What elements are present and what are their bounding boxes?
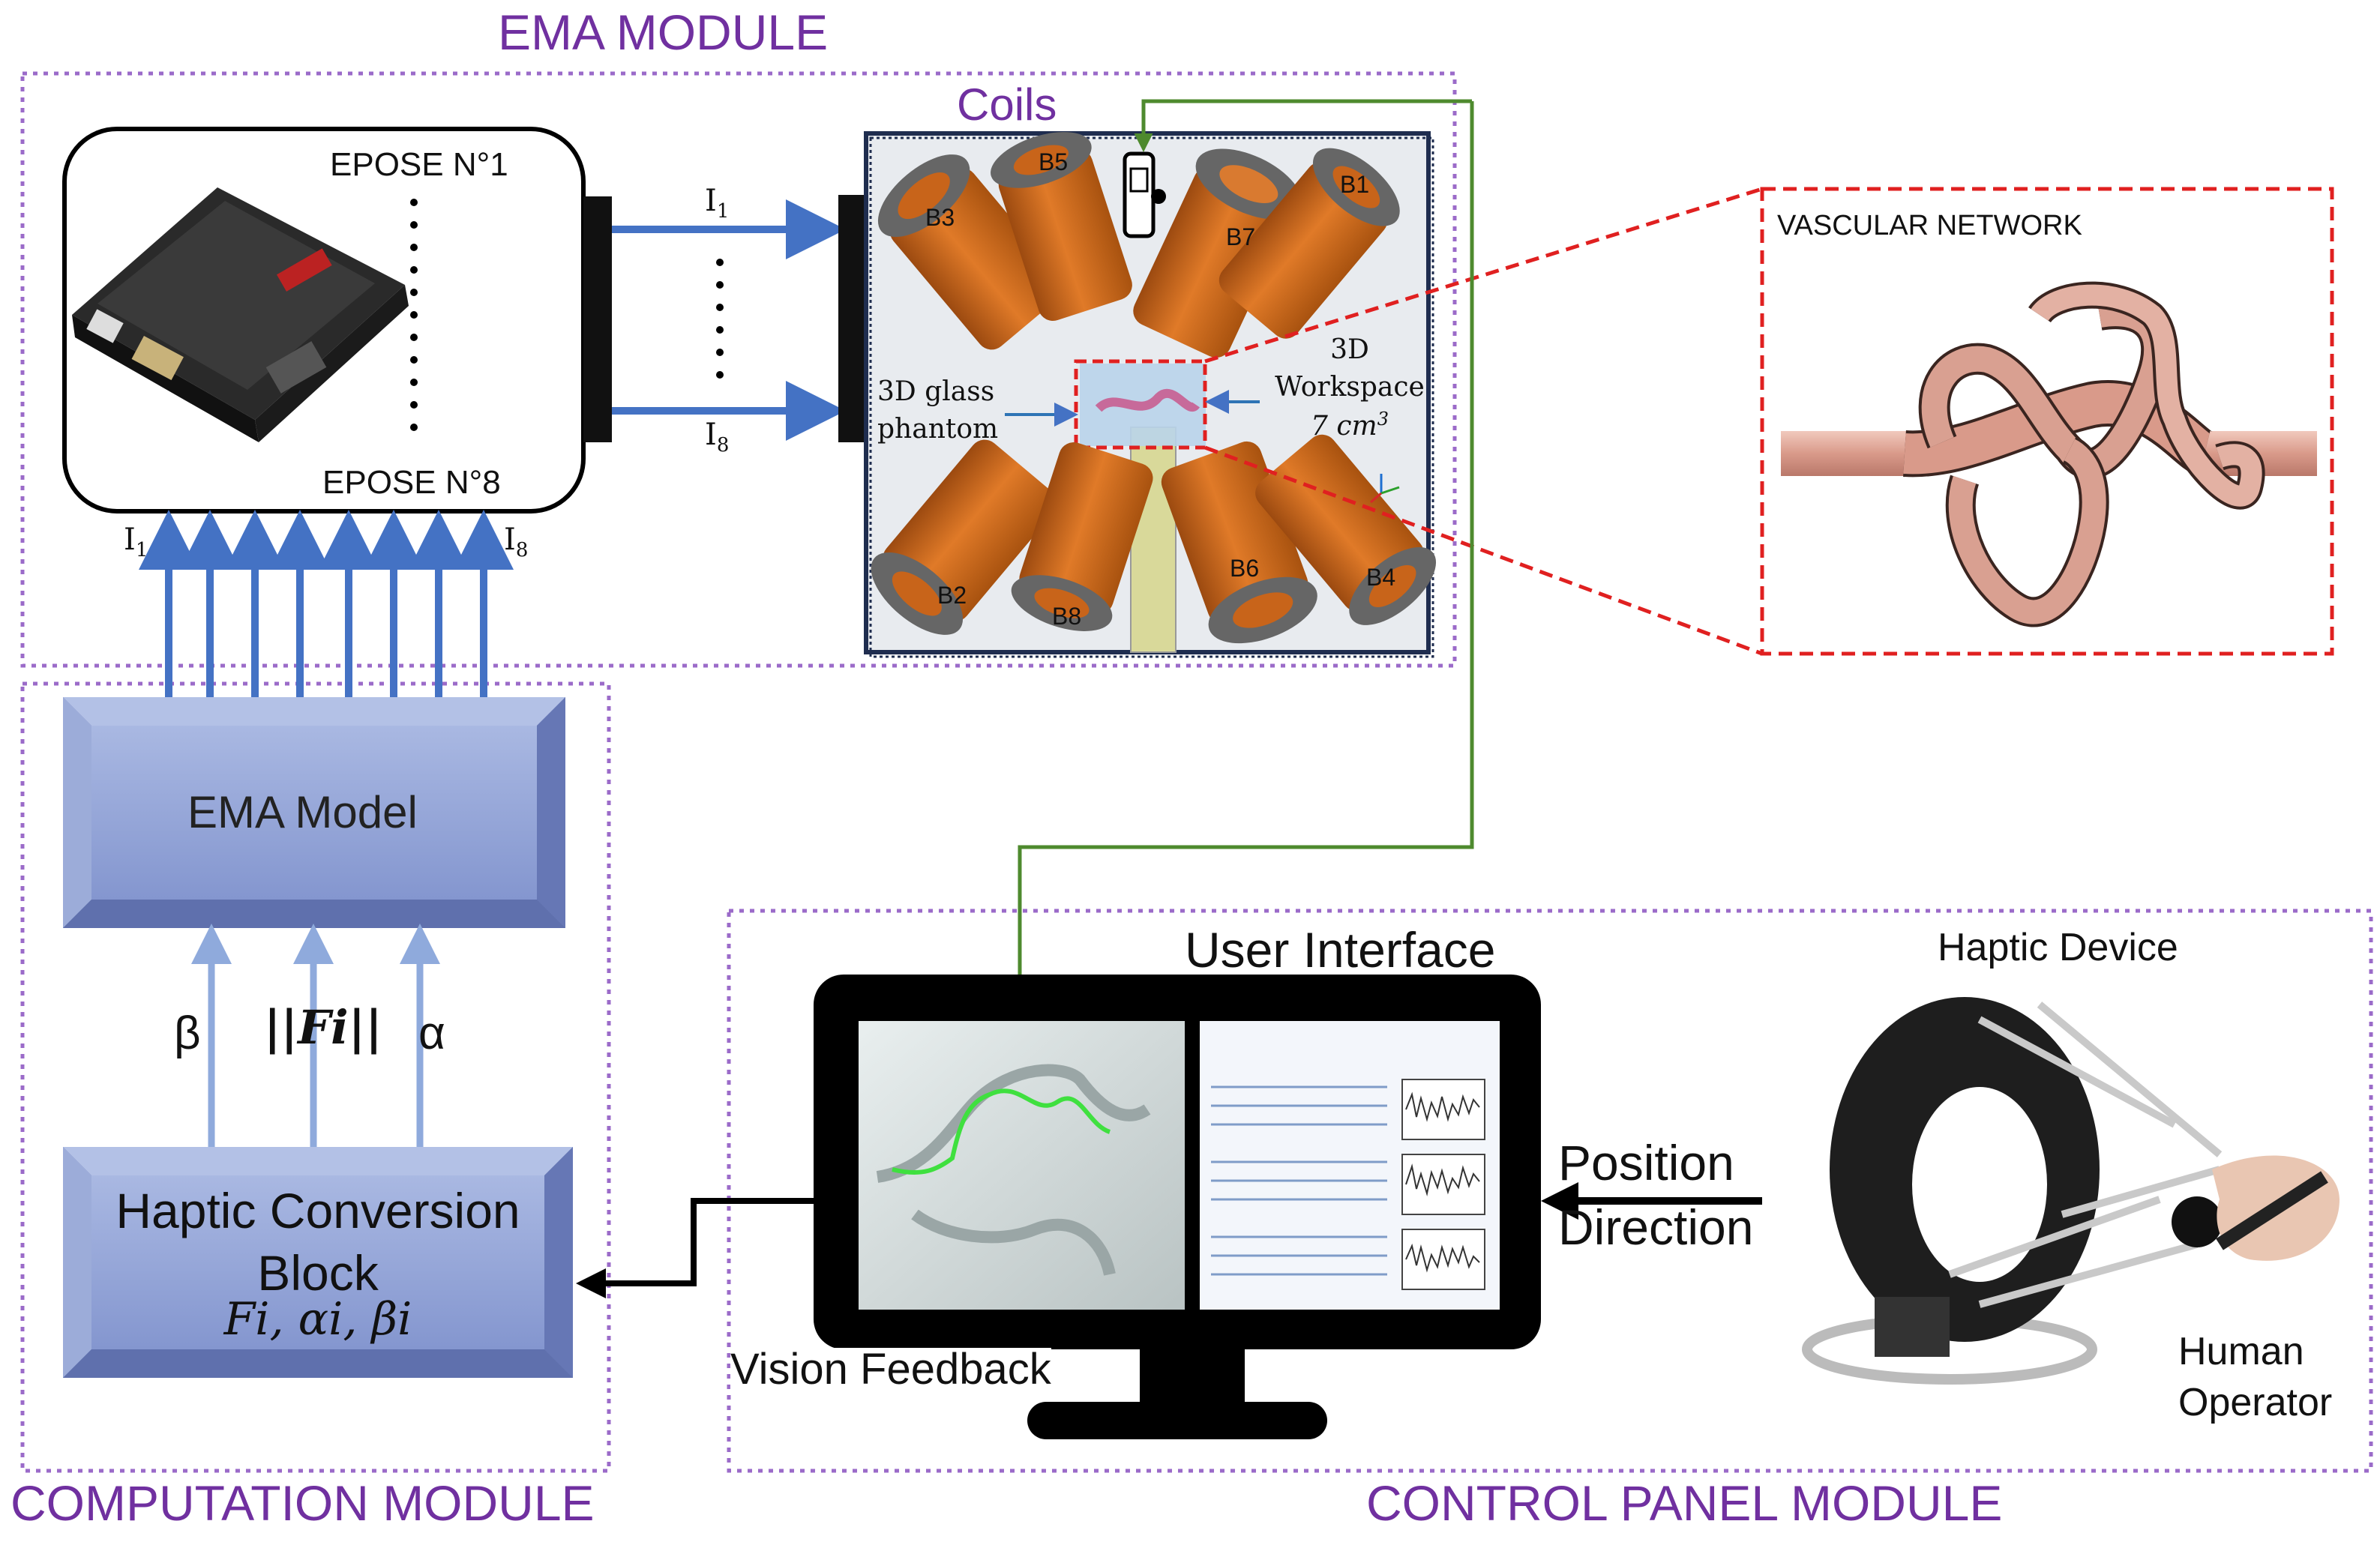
epos-board-image — [72, 187, 409, 442]
current-control-arrows — [139, 510, 514, 697]
workspace-volume: 7 cm3 — [1267, 407, 1432, 445]
coil-b5 — [991, 132, 1132, 322]
current-symbol: I — [705, 184, 717, 218]
workspace-line1: 3D — [1330, 334, 1369, 365]
epose-last-label: EPOSE N°8 — [322, 464, 501, 501]
glass-phantom-line2: phantom — [877, 414, 999, 445]
coil-label-b3: B3 — [925, 204, 955, 231]
workspace-line2: Workspace — [1275, 372, 1425, 403]
current-symbol: I — [705, 418, 717, 452]
workspace-volume-value: 7 cm — [1311, 410, 1377, 442]
camera-icon — [1123, 151, 1166, 238]
ema-model-block — [63, 697, 565, 928]
haptic-conversion-block — [63, 1147, 573, 1378]
direction-label: Direction — [1558, 1199, 1754, 1255]
plots-panel — [1211, 1079, 1485, 1290]
workspace-label: 3D Workspace 7 cm3 — [1267, 331, 1432, 445]
force-norm-label: ||Fi|| — [264, 1000, 382, 1055]
coil-b3 — [877, 154, 1065, 350]
current-label-top-1: I1 — [705, 186, 729, 221]
current-dots — [716, 259, 724, 379]
control-panel-module-title: CONTROL PANEL MODULE — [1366, 1475, 2003, 1531]
ema-model-label: EMA Model — [187, 787, 418, 837]
parameter-arrows — [191, 924, 440, 1147]
ema-module-title: EMA MODULE — [498, 4, 829, 60]
current-symbol: I — [124, 522, 136, 557]
zoom-line-top — [1204, 187, 1763, 364]
glass-phantom-label: 3D glass phantom — [877, 373, 998, 449]
coil-b8 — [1011, 442, 1153, 631]
coil-label-b4: B4 — [1366, 564, 1396, 591]
beta-label: β — [174, 1008, 201, 1059]
current-subscript: 1 — [135, 539, 148, 561]
haptic-block-line1: Haptic Conversion — [115, 1183, 520, 1238]
position-label: Position — [1558, 1135, 1734, 1190]
haptic-block-line2: Block — [257, 1244, 379, 1301]
computation-module-border — [20, 681, 611, 1473]
coil-b1 — [1218, 148, 1400, 339]
epose-first-label: EPOSE N°1 — [330, 146, 508, 183]
vision-feedback-label: Vision Feedback — [730, 1345, 1051, 1394]
coil-label-b6: B6 — [1230, 555, 1260, 582]
zoom-line-bottom — [1204, 445, 1763, 656]
coil-label-b1: B1 — [1340, 171, 1370, 198]
epose-controller-box — [62, 127, 612, 514]
haptic-device-label: Haptic Device — [1938, 926, 2178, 969]
coils-title: Coils — [957, 79, 1057, 130]
coil-label-b8: B8 — [1052, 603, 1082, 630]
vascular-network-panel — [1760, 187, 2334, 656]
haptic-device-image — [1802, 997, 2340, 1385]
coil-label-b5: B5 — [1039, 148, 1069, 175]
current-label-top-8: I8 — [705, 420, 729, 455]
current-subscript: 8 — [515, 539, 529, 561]
user-interface-label: User Interface — [1185, 922, 1496, 978]
current-subscript: 8 — [716, 434, 730, 457]
camera-feedback-line — [1010, 101, 1474, 1029]
vision-feedback-arrow — [576, 1198, 814, 1298]
human-line2: Operator — [2178, 1380, 2333, 1424]
control-panel-module-border — [727, 909, 2373, 1473]
camera-feedback-line-top — [1134, 99, 1472, 152]
axes-icon — [1370, 474, 1400, 504]
coil-panel — [838, 131, 1437, 658]
coil-b4 — [1255, 434, 1437, 625]
coil-label-b7: B7 — [1226, 223, 1256, 250]
computation-module-title: COMPUTATION MODULE — [10, 1475, 595, 1531]
current-label-bottom-8: I8 — [504, 525, 528, 560]
current-symbol: I — [504, 522, 516, 557]
epose-dots — [410, 199, 418, 431]
haptic-block-vars: Fi, αi, βi — [223, 1293, 412, 1346]
ema-module-border — [20, 71, 1457, 668]
glass-phantom-line1: 3D glass — [877, 376, 995, 407]
human-line1: Human — [2178, 1330, 2304, 1373]
vision-feed-image — [876, 1064, 1151, 1276]
workspace-volume-exponent: 3 — [1377, 408, 1389, 430]
coil-b7 — [1133, 148, 1302, 358]
vascular-network-title: VASCULAR NETWORK — [1777, 210, 2082, 241]
coil-b2 — [871, 439, 1057, 635]
current-label-bottom-1: I1 — [124, 525, 148, 560]
alpha-label: α — [418, 1008, 445, 1059]
current-subscript: 1 — [716, 200, 730, 223]
coil-label-b2: B2 — [937, 582, 967, 609]
